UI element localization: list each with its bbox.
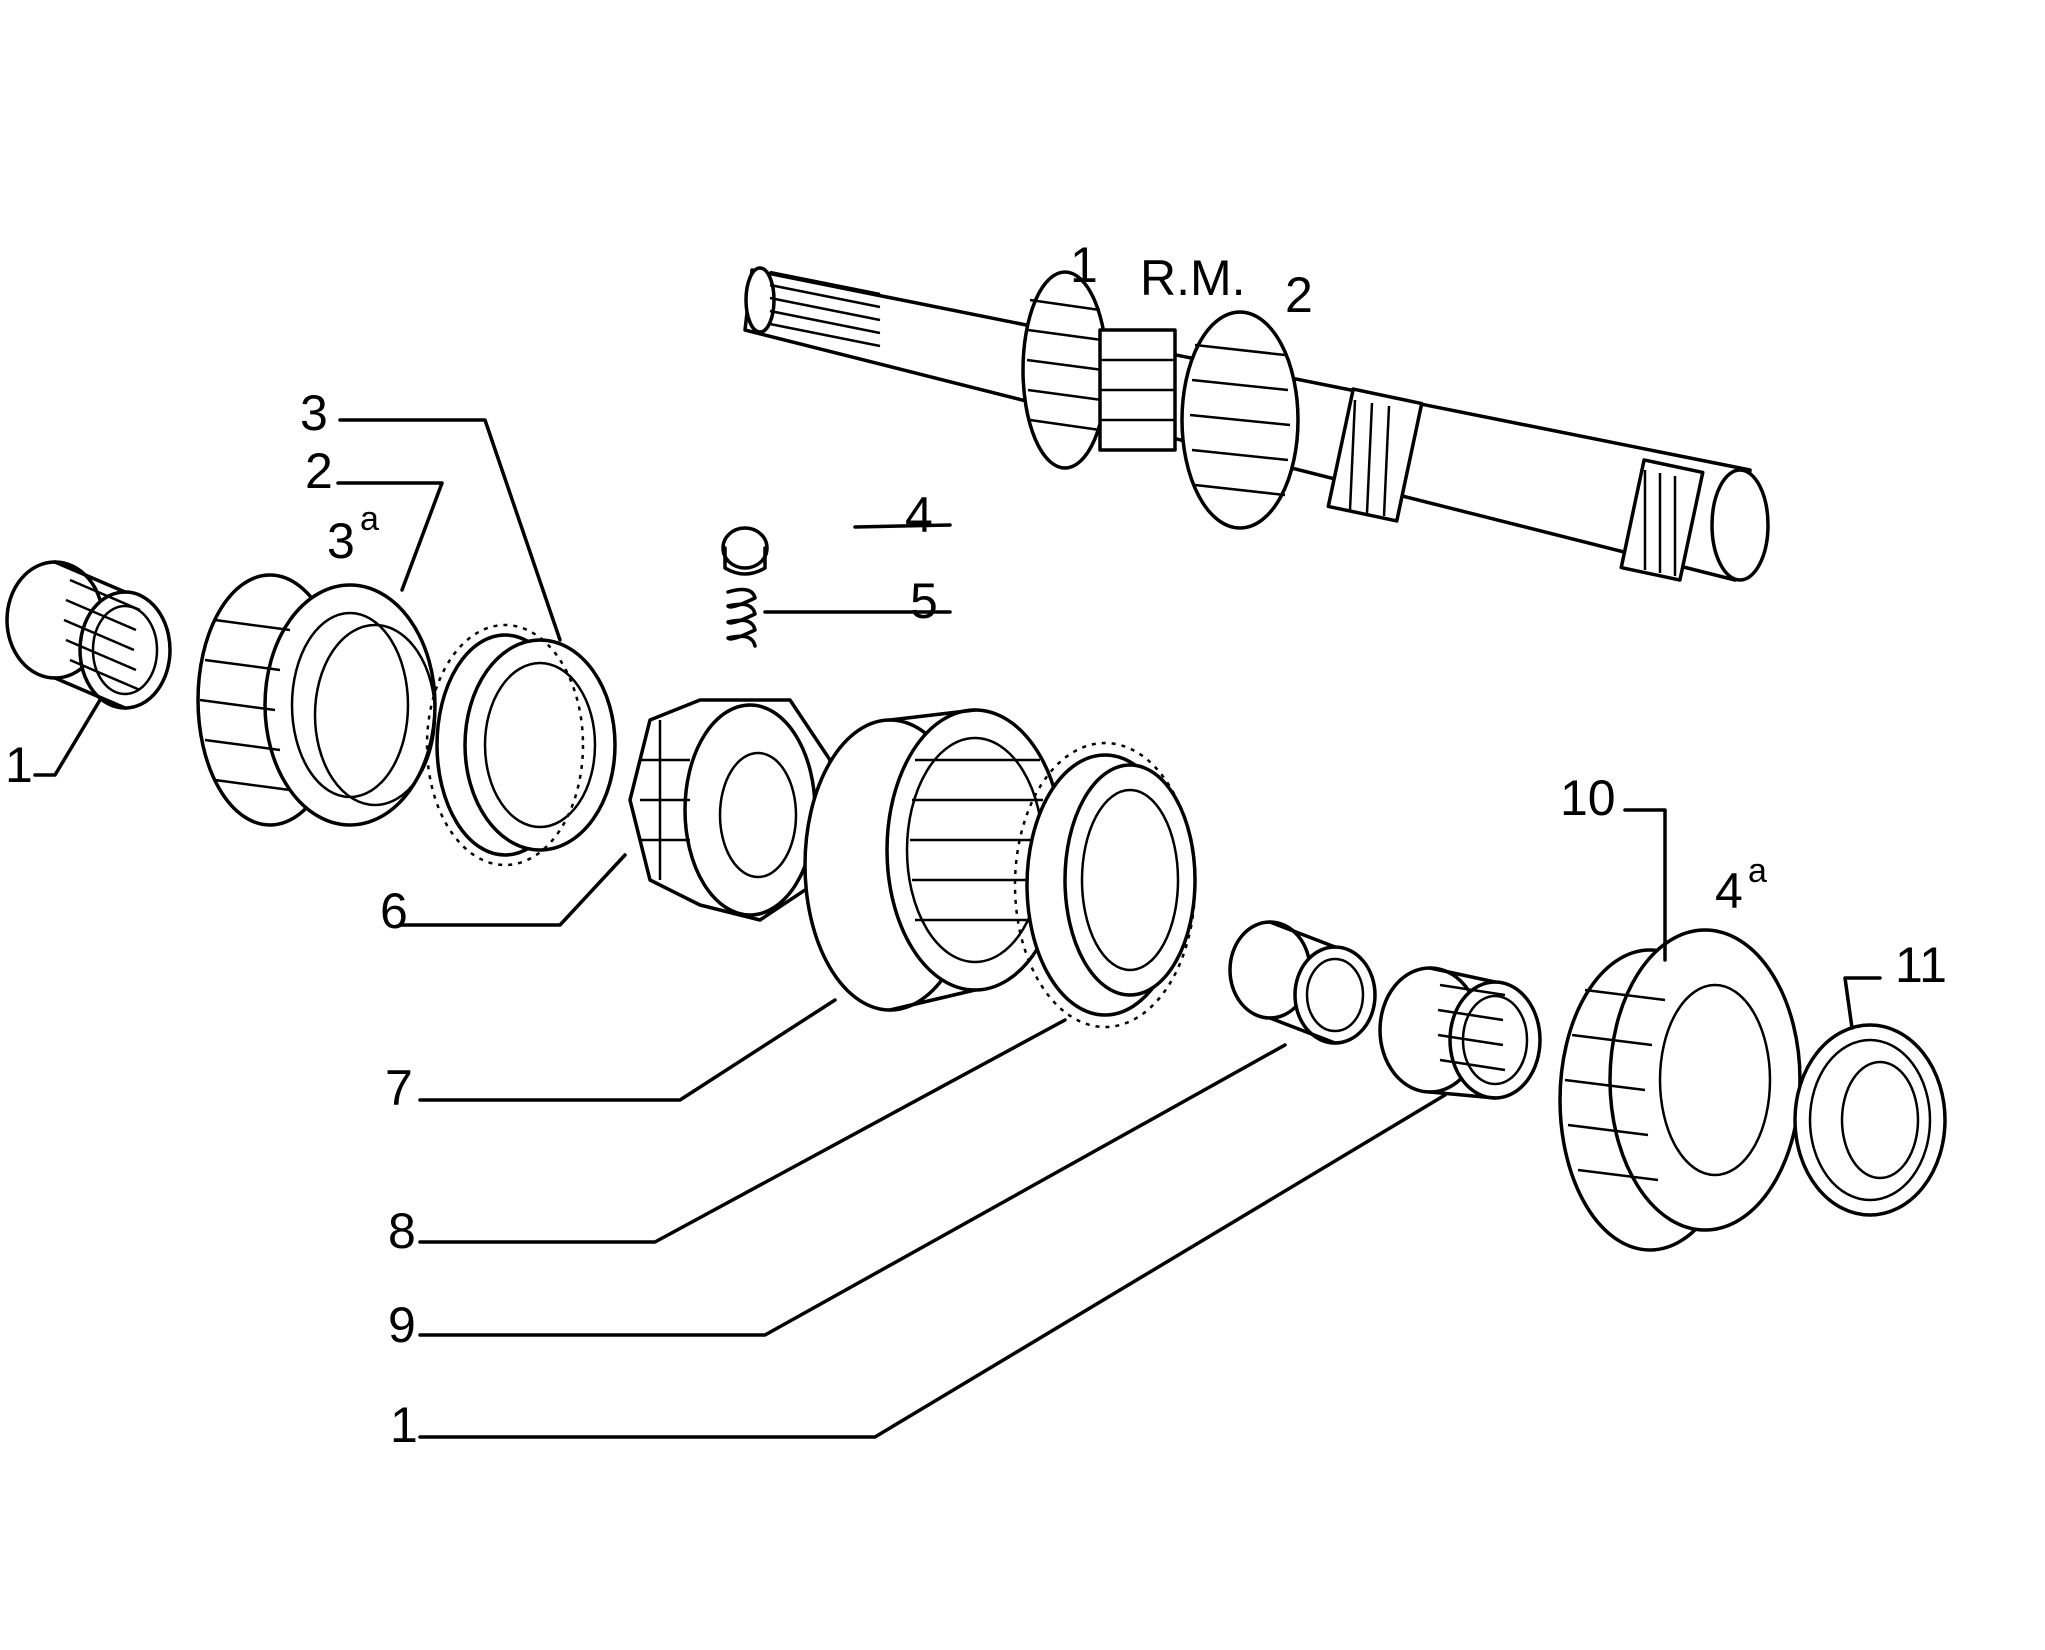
- shaft-splined-collar: [1326, 387, 1424, 523]
- leader-lines: [33, 418, 1882, 1439]
- needle-bearing-left: [5, 560, 172, 710]
- label-part-1-left: 1: [5, 737, 33, 793]
- shaft-gear-1: [1021, 270, 1109, 470]
- label-part-4: 4: [905, 487, 933, 543]
- thrust-washer: [1793, 1023, 1947, 1217]
- needle-bearing-right: [1378, 966, 1542, 1100]
- synchro-ring-8: [1013, 741, 1197, 1029]
- label-4a-number: 4: [1715, 863, 1743, 919]
- main-shaft: 1 R.M. 2: [743, 237, 1770, 582]
- label-part-9: 9: [388, 1297, 416, 1353]
- synchro-ring-3: [425, 623, 617, 867]
- label-part-8: 8: [388, 1203, 416, 1259]
- sliding-sleeve: [803, 708, 1065, 1012]
- shaft-gear-2: [1180, 310, 1300, 530]
- shaft-synchro-hub: [1098, 328, 1177, 452]
- shaft-gear-1-label: 1: [1070, 237, 1098, 293]
- label-part-11: 11: [1895, 937, 1947, 993]
- label-part-6: 6: [380, 883, 408, 939]
- detent-spring: [726, 587, 757, 648]
- shaft-rm-label: R.M.: [1140, 250, 1246, 306]
- shaft-spline-left: [769, 270, 881, 348]
- label-4a-superscript: a: [1748, 852, 1767, 890]
- label-part-7: 7: [385, 1060, 413, 1116]
- label-part-3: 3: [300, 385, 328, 441]
- fourth-speed-gear: [1558, 928, 1802, 1252]
- shaft-spline-right: [1619, 458, 1705, 582]
- shaft-gear-2-label: 2: [1285, 267, 1313, 323]
- synchro-hub: [628, 698, 832, 922]
- label-part-2: 2: [305, 443, 333, 499]
- label-3a-number: 3: [327, 513, 355, 569]
- bushing: [1228, 920, 1377, 1045]
- detent-ball: [721, 526, 769, 576]
- third-speed-gear: [196, 573, 437, 827]
- label-part-10: 10: [1560, 770, 1616, 826]
- label-part-1-bottom: 1: [390, 1397, 418, 1453]
- label-part-5: 5: [910, 573, 938, 629]
- label-3a-superscript: a: [360, 500, 379, 538]
